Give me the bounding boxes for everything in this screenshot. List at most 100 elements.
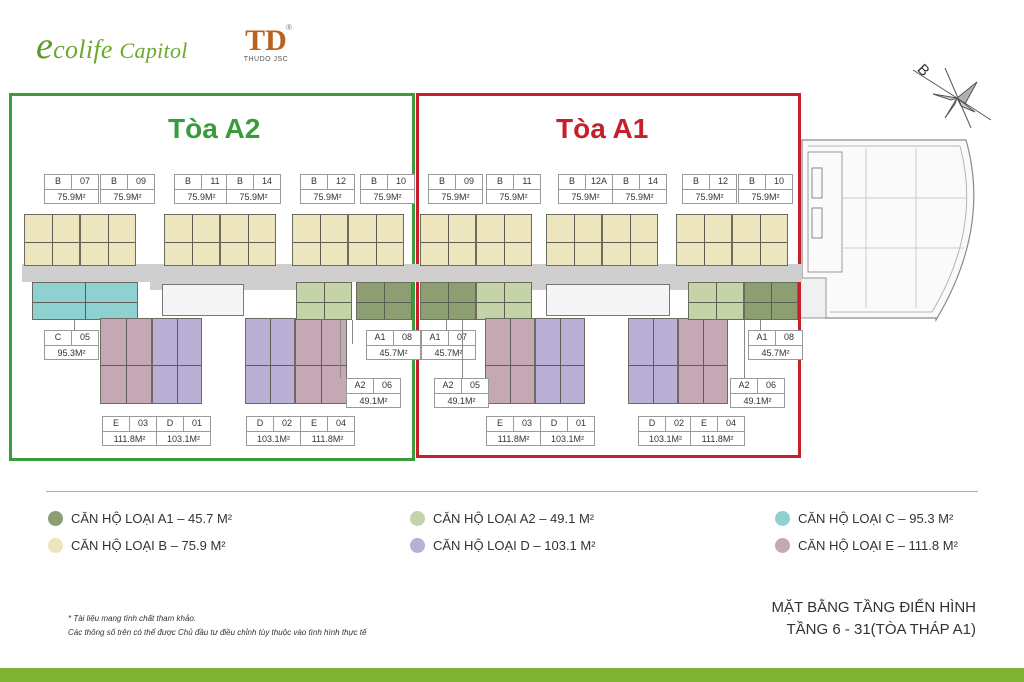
unit-type: A1 [749,331,776,345]
annex-building [796,139,975,323]
unit-label-code: B 10 [739,175,792,190]
unit-label-code: D 01 [541,417,594,432]
unit-label-code: A107 [422,331,475,346]
unit-number: 02 [673,418,684,428]
apartment-unit-a1 [420,282,476,320]
apartment-unit-b [220,214,276,266]
service-core [546,284,670,316]
unit-type: B [429,175,456,189]
unit-area: 49.1M² [447,396,476,406]
unit-type: A1 [422,331,449,345]
unit-area: 111.8M² [701,434,734,444]
unit-area: 103.1M² [166,434,201,444]
legend-swatch [775,511,790,526]
unit-area: 111.8M² [113,434,146,444]
unit-area: 75.9M² [695,192,724,202]
unit-number: 04 [335,418,346,428]
unit-area: 75.9M² [239,192,268,202]
unit-type: E [301,417,328,431]
caption-subtitle: TẦNG 6 - 31(TÒA THÁP A1) [786,621,976,638]
unit-type: B [175,175,202,189]
unit-number: 10 [773,176,784,186]
unit-number: 06 [765,380,776,390]
td-mark: TD [245,24,287,57]
apartment-unit-d [152,318,202,404]
unit-number: 11 [522,176,532,186]
unit-number: 08 [783,332,794,342]
unit-number: 03 [521,418,532,428]
unit-number: 05 [79,332,90,342]
unit-type: D [541,417,568,431]
unit-number: 10 [395,176,406,186]
tower-a1-title: Tòa A1 [556,113,649,144]
legend-label: CĂN HỘ LOẠI A2 – 49.1 M² [433,511,595,526]
unit-number: 06 [381,380,392,390]
unit-area: 75.9M² [313,192,342,202]
logo-suffix: Capitol [119,38,188,63]
registered-mark: ® [286,23,292,32]
apartment-unit-b [80,214,136,266]
unit-area: 49.1M² [359,396,388,406]
unit-label-code: A2 06 [731,379,784,394]
unit-number: 02 [281,418,292,428]
legend-label: CĂN HỘ LOẠI E – 111.8 M² [798,538,958,553]
leader-line [744,320,745,378]
unit-area: 75.9M² [441,192,470,202]
apartment-unit-b [676,214,732,266]
apartment-unit-d [535,318,585,404]
apartment-unit-d [628,318,678,404]
apartment-unit-b [732,214,788,266]
thudo-logo: TD THUDO JSC ® [236,23,296,63]
unit-area: 49.1M² [743,396,772,406]
service-core [162,284,244,316]
apartment-unit-c [32,282,138,320]
unit-area: 75.9M² [625,192,654,202]
unit-label-code: A1 08 [749,331,802,346]
apartment-unit-a2 [476,282,532,320]
unit-number: 09 [135,176,146,186]
unit-area: 45.7M² [379,348,408,358]
legend-item-b: CĂN HỘ LOẠI B – 75.9 M² [48,538,226,553]
unit-number: 01 [575,418,586,428]
ecolife-capitol-logo: ecolife Capitol [36,24,188,68]
leader-line [74,320,75,330]
unit-number: 07 [79,176,90,186]
apartment-unit-e [295,318,347,404]
caption-title: MẶT BẰNG TẦNG ĐIỂN HÌNH [771,599,976,616]
unit-type: A2 [731,379,758,393]
leader-line [462,320,463,378]
leader-line [446,320,447,330]
apartment-unit-b [420,214,476,266]
footer-bar [0,668,1024,682]
compass-icon: B [912,61,992,129]
logo-letter: e [36,25,54,67]
unit-label: A10745.7M² [421,330,476,360]
legend-label: CĂN HỘ LOẠI C – 95.3 M² [798,511,954,526]
unit-type: B [739,175,766,189]
legend-label: CĂN HỘ LOẠI B – 75.9 M² [71,538,226,553]
unit-label: A2 06 49.1M² [730,378,785,408]
